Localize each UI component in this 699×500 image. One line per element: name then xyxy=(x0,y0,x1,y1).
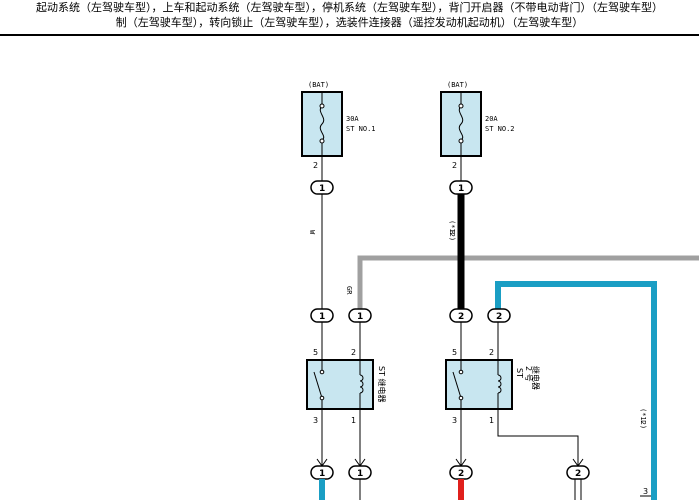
relay2-top-connector-2-num: 2 xyxy=(496,312,502,322)
relay1-switch-contact-bottom xyxy=(319,395,325,401)
wire-b-label: B xyxy=(448,230,456,234)
relay2-pin-2: 2 xyxy=(489,348,494,357)
relay1-switch-arm xyxy=(313,371,323,399)
wire-b-note: (*12) xyxy=(448,220,456,241)
wire-l-note: (*12) xyxy=(639,408,647,429)
relay2-box xyxy=(445,359,513,410)
header-line-2: 制（左驾驶车型），转向锁止（左驾驶车型），选装件连接器（遥控发动机起动机）（左驾… xyxy=(115,16,584,29)
relay1-pin-5: 5 xyxy=(313,348,318,357)
relay2-top-connector-5-num: 2 xyxy=(458,312,464,322)
relay1-pin-2: 2 xyxy=(351,348,356,357)
fuse1-source: (BAT) xyxy=(308,81,329,89)
wire-gr-label: GR xyxy=(345,286,353,295)
relay1-name: ST 继电器 xyxy=(377,366,387,403)
relay2-name-b: 2 号 xyxy=(524,366,533,382)
relay1-bottom-connector-1-num: 1 xyxy=(357,469,363,479)
fuse1-rating: 30A xyxy=(346,115,359,123)
header-rule xyxy=(0,34,699,36)
fuse2-connector-num: 1 xyxy=(458,184,464,194)
relay2-bottom-connector-3-num: 2 xyxy=(458,469,464,479)
fuse2-element xyxy=(458,105,464,141)
relay1-pin-1: 1 xyxy=(351,416,356,425)
relay2-name-a: ST xyxy=(515,368,524,378)
relay2-bottom-connector-1-num: 2 xyxy=(575,469,581,479)
relay2-switch-contact-top xyxy=(458,369,464,375)
wire-l xyxy=(495,281,657,500)
relay2-switch-arm xyxy=(452,371,462,399)
relay2-pin-3: 3 xyxy=(452,416,457,425)
relay1-pin-3: 3 xyxy=(313,416,318,425)
wire-gr xyxy=(357,255,699,309)
relay1-top-connector-5-num: 1 xyxy=(319,312,325,322)
wire-l-label: L xyxy=(639,420,647,424)
fuse2-terminal-bottom xyxy=(458,138,464,144)
header-line-1: 起动系统（左驾驶车型），上车和起动系统（左驾驶车型），停机系统（左驾驶车型），背… xyxy=(36,1,663,14)
relay2-top-connector-2 xyxy=(487,308,511,323)
fuse1-terminal-top xyxy=(319,103,325,109)
fuse2-name: ST NO.2 xyxy=(485,125,515,133)
fuse1-terminal-bottom xyxy=(319,138,325,144)
fuse1-pin: 2 xyxy=(313,161,318,170)
fuse2-pin: 2 xyxy=(452,161,457,170)
relay1-top-connector-2-num: 1 xyxy=(357,312,363,322)
relay2-bottom-connector-1 xyxy=(566,465,590,480)
edge-pin: 3 xyxy=(643,487,648,496)
relay1-bottom-connector-3-num: 1 xyxy=(319,469,325,479)
relay1-coil xyxy=(359,374,364,394)
relay2-lead-1 xyxy=(497,409,579,466)
fuse1-name: ST NO.1 xyxy=(346,125,376,133)
wire-w-label: W xyxy=(308,230,316,235)
relay2-pin-1: 1 xyxy=(489,416,494,425)
fuse2-terminal-top xyxy=(458,103,464,109)
relay1-switch-contact-top xyxy=(319,369,325,375)
relay2-coil xyxy=(497,374,502,394)
relay2-pin-5: 5 xyxy=(452,348,457,357)
fuse1-element xyxy=(319,105,325,141)
diagram-header: 起动系统（左驾驶车型），上车和起动系统（左驾驶车型），停机系统（左驾驶车型），背… xyxy=(0,0,699,36)
relay2-name-c: 继电器 xyxy=(531,366,541,390)
fuse2-rating: 20A xyxy=(485,115,498,123)
fuse1-connector-num: 1 xyxy=(319,184,325,194)
fuse2-source: (BAT) xyxy=(447,81,468,89)
relay2-switch-contact-bottom xyxy=(458,395,464,401)
